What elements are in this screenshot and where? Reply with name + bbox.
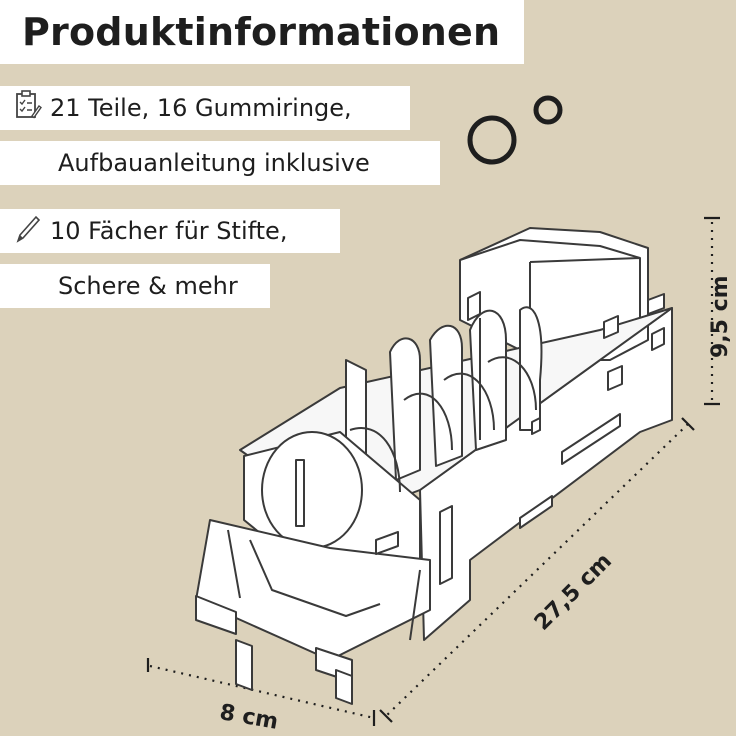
feature-text: Aufbauanleitung inklusive <box>58 149 370 177</box>
feature-line-parts: 21 Teile, 16 Gummiringe, <box>0 86 410 130</box>
rubber-ring-large-icon <box>467 115 517 165</box>
feature-line-instructions: Aufbauanleitung inklusive <box>0 141 440 185</box>
locomotive-drawing <box>195 227 673 705</box>
feature-text: Schere & mehr <box>58 272 238 300</box>
page-title: Produktinformationen <box>0 0 524 64</box>
rubber-ring-small-icon <box>533 95 563 125</box>
checklist-icon <box>14 90 42 126</box>
feature-text: 10 Fächer für Stifte, <box>50 217 288 245</box>
feature-line-compartments: 10 Fächer für Stifte, <box>0 209 340 253</box>
pencil-icon <box>14 213 42 249</box>
height-dimension-label: 9,5 cm <box>708 275 733 358</box>
feature-text: 21 Teile, 16 Gummiringe, <box>50 94 352 122</box>
feature-line-scissors: Schere & mehr <box>0 264 270 308</box>
